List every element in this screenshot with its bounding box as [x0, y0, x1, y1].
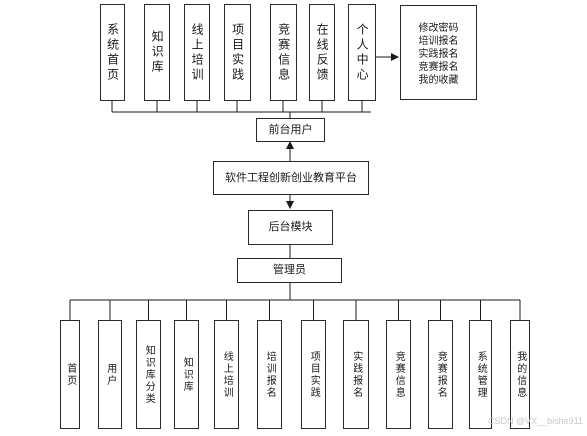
- personal-item-practice-signup: 实践报名: [418, 49, 459, 60]
- top-module-home: 系统首页: [100, 4, 125, 101]
- personal-item-training-signup: 培训报名: [418, 36, 459, 47]
- bottom-module-practice-signup: 实践报名: [343, 320, 369, 429]
- bottom-module-competition-info: 竞赛信息: [386, 320, 411, 429]
- personal-center-items-box: 修改密码 培训报名 实践报名 竞赛报名 我的收藏: [400, 5, 477, 100]
- backend-module-box: 后台模块: [248, 210, 333, 245]
- bottom-module-knowledge-base: 知识库: [174, 320, 199, 429]
- top-module-competition-info: 竞赛信息: [270, 4, 297, 101]
- personal-item-competition-signup: 竞赛报名: [418, 62, 459, 73]
- bottom-module-home: 首页: [60, 320, 80, 429]
- top-module-online-feedback: 在线反馈: [309, 4, 335, 101]
- top-module-knowledge-base: 知识库: [144, 4, 170, 101]
- admin-box: 管理员: [237, 258, 342, 283]
- bottom-module-training-signup: 培训报名: [257, 320, 282, 429]
- bottom-module-competition-signup: 竞赛报名: [428, 320, 453, 429]
- bottom-module-online-training: 线上培训: [214, 320, 239, 429]
- bottom-module-project-practice: 项目实践: [301, 320, 326, 429]
- bottom-module-users: 用户: [98, 320, 122, 429]
- bottom-module-knowledge-category: 知识库分类: [136, 320, 161, 429]
- bottom-module-system-admin: 系统管理: [469, 320, 492, 429]
- frontend-user-box: 前台用户: [256, 118, 325, 142]
- personal-item-my-favorites: 我的收藏: [418, 75, 459, 86]
- csdn-watermark: CSDN @VX__bishe911: [487, 416, 583, 426]
- personal-item-change-password: 修改密码: [418, 23, 459, 34]
- top-module-project-practice: 项目实践: [224, 4, 251, 101]
- bottom-module-my-info: 我的信息: [510, 320, 530, 429]
- platform-box: 软件工程创新创业教育平台: [213, 161, 369, 195]
- top-module-online-training: 线上培训: [184, 4, 210, 101]
- top-module-personal-center: 个人中心: [348, 4, 376, 101]
